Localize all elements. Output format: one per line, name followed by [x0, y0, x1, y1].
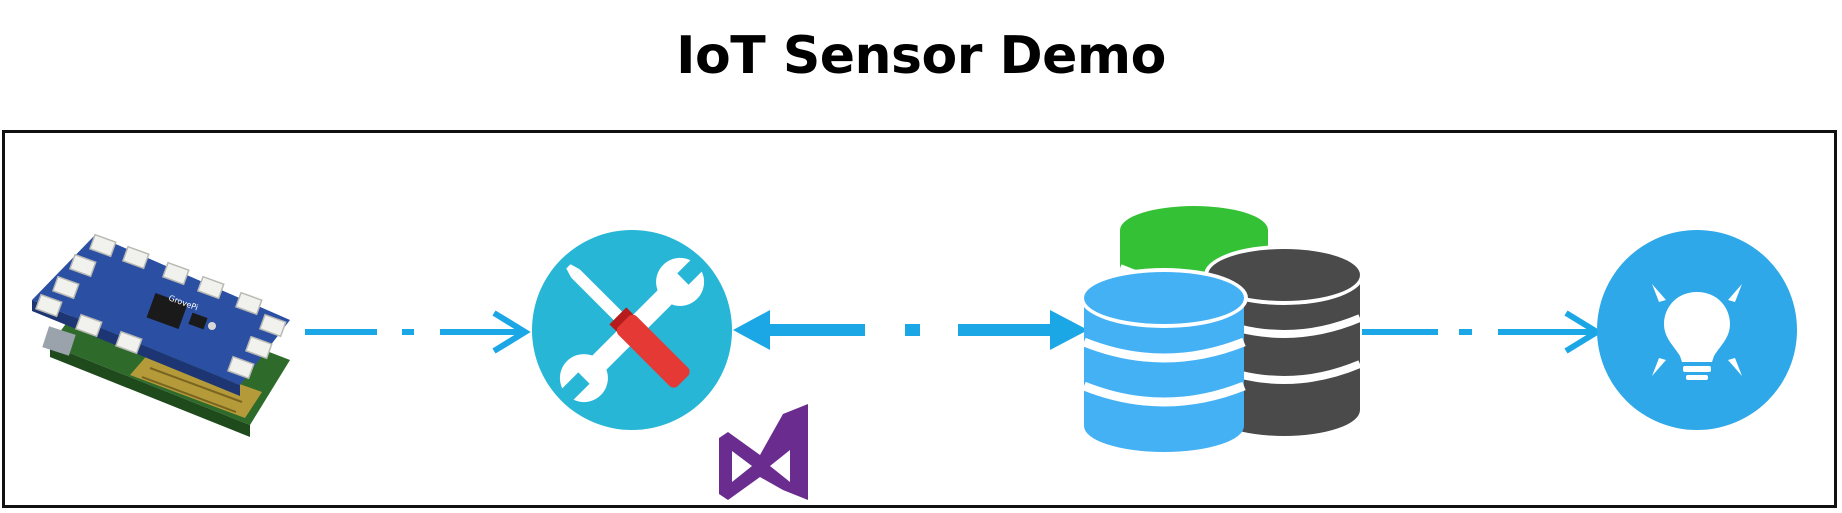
insight-node	[1597, 230, 1797, 430]
diagram-title: IoT Sensor Demo	[676, 26, 1166, 86]
arrow-head-open	[1564, 310, 1603, 354]
arrow-head-left	[733, 310, 770, 350]
sensor-board: GrovePi	[32, 233, 290, 437]
visual-studio-logo-icon	[719, 404, 808, 500]
arrow-tools-databases	[733, 310, 1088, 350]
tools-node	[532, 230, 732, 430]
arrow-databases-to-insight	[1362, 310, 1603, 354]
arrow-head-open	[492, 310, 531, 354]
lightbulb-icon	[1652, 284, 1742, 380]
wrench-screwdriver-icon	[558, 255, 707, 404]
database-blue	[1080, 268, 1248, 452]
database-stack-icon	[1080, 206, 1364, 452]
arrow-board-to-tools	[305, 310, 531, 354]
diagram-frame	[2, 130, 1837, 508]
arrow-head-right	[1050, 310, 1088, 350]
